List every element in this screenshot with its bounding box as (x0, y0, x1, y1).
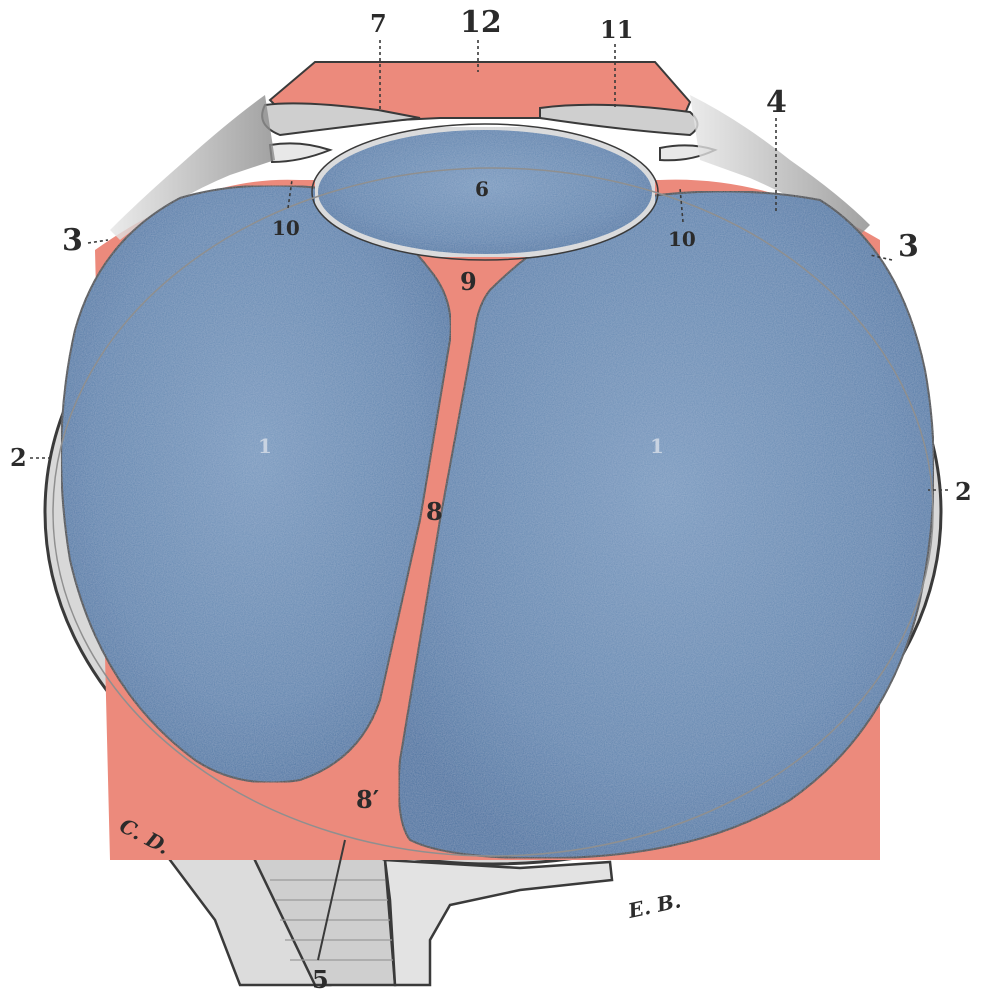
label-8-prime: 8′ (356, 785, 379, 814)
label-6: 6 (475, 177, 489, 201)
label-2-right: 2 (955, 477, 972, 506)
label-11: 11 (600, 15, 633, 44)
label-10-left: 10 (272, 216, 300, 240)
label-2-left: 2 (10, 443, 27, 472)
label-3-right: 3 (898, 229, 919, 264)
label-3-left: 3 (62, 223, 83, 258)
label-9: 9 (460, 267, 477, 296)
label-4: 4 (766, 85, 787, 120)
left-lower-flap (270, 143, 330, 162)
right-orbit-bone (385, 860, 612, 985)
label-eb: E. B. (625, 888, 683, 923)
label-12: 12 (460, 5, 502, 40)
label-1-left: 1 (258, 434, 272, 458)
label-5: 5 (312, 965, 329, 994)
label-10-right: 10 (668, 227, 696, 251)
label-1-right: 1 (650, 434, 664, 458)
label-7: 7 (370, 9, 387, 38)
label-8: 8 (426, 497, 443, 526)
